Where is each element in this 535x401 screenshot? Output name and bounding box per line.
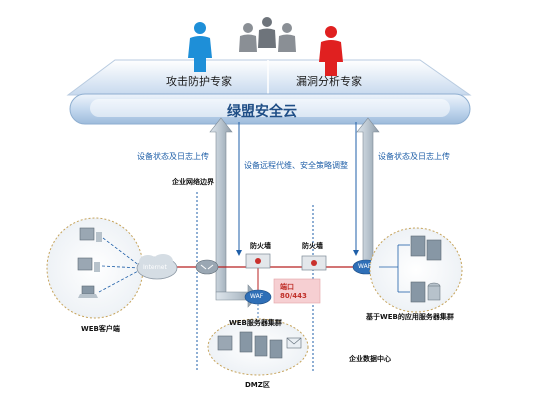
left-upload-arrow <box>209 117 259 308</box>
database-server-icon <box>410 281 441 303</box>
dmz-zone <box>207 318 309 376</box>
laptop-icon <box>78 285 98 298</box>
app-server-zone <box>369 227 463 313</box>
firewall-right-icon <box>301 255 327 271</box>
dmz-label: DMZ区 <box>245 381 270 389</box>
web-server-icon <box>239 331 283 359</box>
expert-platform <box>66 59 472 96</box>
web-clients-zone <box>46 217 144 319</box>
security-cloud-bar <box>69 93 471 125</box>
left-upload-label: 设备状态及日志上传 <box>137 152 209 161</box>
datacenter-label: 企业数据中心 <box>349 355 391 363</box>
app-server-icon <box>410 235 442 261</box>
attack-expert-label: 攻击防护专家 <box>166 75 232 88</box>
network-boundaries <box>196 192 314 372</box>
expert-gray-group-icon <box>239 17 296 52</box>
firewall-left-icon <box>245 253 271 269</box>
right-upload-label: 设备状态及日志上传 <box>378 152 450 161</box>
router-icon <box>195 259 219 275</box>
port-label-1: 端口 <box>280 283 294 291</box>
internet-label: Internet <box>143 264 167 271</box>
client-pc-icon <box>77 257 100 272</box>
waf-left-label: WAF <box>250 293 264 300</box>
port-callout <box>273 278 321 304</box>
expert-blue-person-icon <box>188 22 212 72</box>
client-pc-icon <box>79 227 102 242</box>
firewall-left-label: 防火墙 <box>250 242 271 250</box>
expert-red-person-icon <box>319 26 343 76</box>
center-ops-arrows <box>236 122 359 256</box>
right-upload-arrow <box>356 117 380 263</box>
mail-server-icon <box>217 335 233 351</box>
internet-cloud-icon <box>136 254 178 280</box>
web-clients-label: WEB客户端 <box>81 325 120 333</box>
web-server-cluster-label: WEB服务器集群 <box>229 319 282 327</box>
waf-right-label: WAF <box>358 263 372 270</box>
firewall-right-label: 防火墙 <box>302 242 323 250</box>
cloud-title: 绿盟安全云 <box>227 104 297 120</box>
port-label-2: 80/443 <box>280 292 307 300</box>
mail-icon <box>286 337 302 349</box>
app-server-cluster-label: 基于WEB的应用服务器集群 <box>366 313 454 321</box>
center-ops-label: 设备远程代维、安全策略调整 <box>244 161 348 170</box>
enterprise-boundary-label: 企业网络边界 <box>172 178 214 186</box>
vuln-expert-label: 漏洞分析专家 <box>296 75 362 88</box>
